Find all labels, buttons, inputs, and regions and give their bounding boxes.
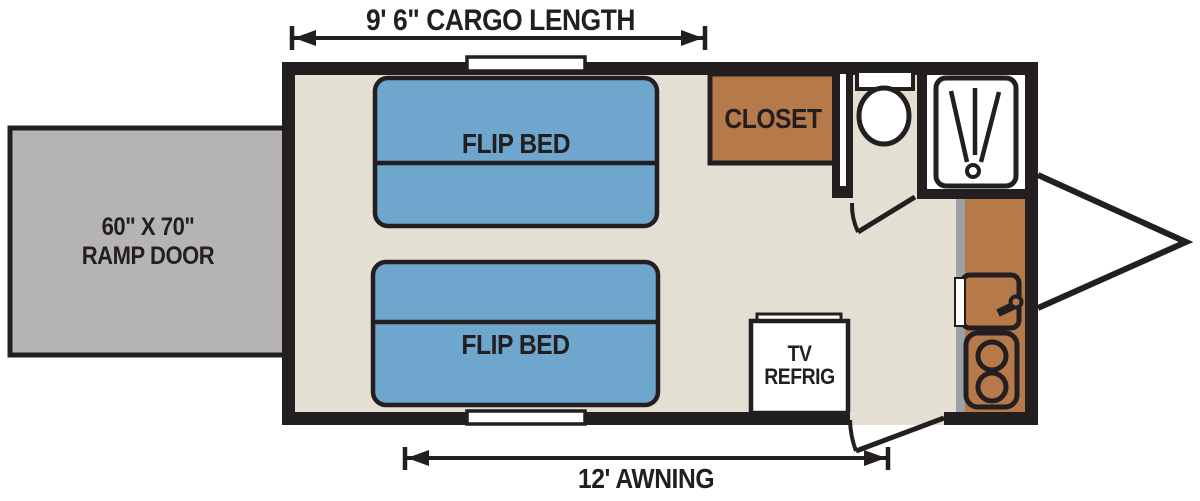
ramp-door-label: 60" X 70" RAMP DOOR — [27, 213, 270, 271]
aframe-tongue-icon — [1036, 172, 1194, 311]
pocket-door-slot — [840, 74, 846, 186]
shower-icon — [917, 75, 1025, 199]
tv-refrig-label: TV REFRIG — [757, 342, 842, 388]
ramp-door-label-line1: 60" X 70" — [101, 213, 195, 241]
ramp-door-label-line2: RAMP DOOR — [81, 242, 215, 270]
door-swing-icon-entry — [848, 412, 945, 454]
cargo-length-dimension-label: 9' 6" CARGO LENGTH — [366, 4, 636, 37]
tv-refrig-cabinet — [748, 312, 851, 416]
faucet-icon — [996, 302, 1015, 317]
stove-icon — [963, 330, 1020, 410]
kitchen-counter — [954, 199, 1025, 412]
sink-icon — [954, 272, 1024, 331]
door-swing-icon-bath — [849, 194, 917, 235]
flip-bed-top-label: FLIP BED — [461, 128, 571, 159]
flip-bed-bottom-shape — [370, 259, 661, 408]
toilet-icon — [855, 69, 915, 147]
dimension-arrow-icon-awning — [402, 447, 891, 470]
flip-bed-top-shape — [372, 75, 660, 229]
window-icon-top — [465, 55, 587, 73]
flip-bed-bottom-label: FLIP BED — [461, 329, 570, 360]
window-icon-bottom — [465, 409, 587, 426]
closet-label: CLOSET — [724, 103, 822, 134]
tv-refrig-label-line1: TV — [787, 341, 812, 366]
tv-refrig-label-line2: REFRIG — [764, 364, 835, 389]
dimension-arrow-icon-cargo — [289, 26, 708, 50]
bath-partition-wall — [832, 74, 853, 198]
awning-dimension-label: 12' AWNING — [577, 463, 715, 494]
